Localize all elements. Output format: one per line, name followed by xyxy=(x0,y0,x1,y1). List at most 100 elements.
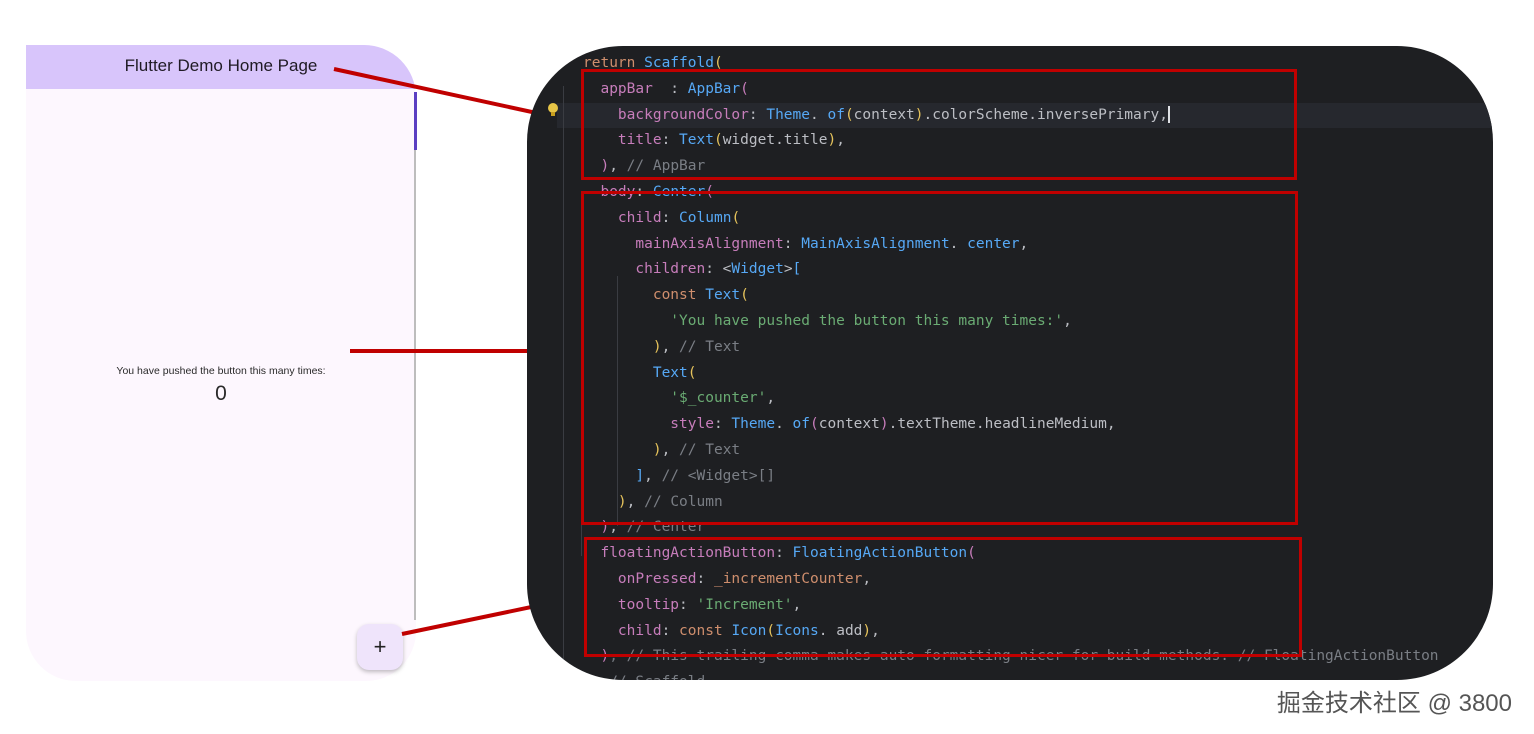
app-bar: Flutter Demo Home Page xyxy=(26,45,416,89)
code-line[interactable]: child: const Icon(Icons. add), xyxy=(583,619,880,643)
code-line[interactable]: onPressed: _incrementCounter, xyxy=(583,567,871,591)
code-token: ( xyxy=(967,545,976,562)
code-line[interactable]: 'You have pushed the button this many ti… xyxy=(583,309,1072,333)
code-line[interactable]: Text( xyxy=(583,361,697,385)
code-token: // Column xyxy=(644,493,723,510)
code-token: of xyxy=(792,416,811,433)
add-icon: + xyxy=(373,634,387,659)
code-line[interactable]: child: Column( xyxy=(583,206,740,230)
counter-value: 0 xyxy=(215,382,227,405)
code-line[interactable]: ), // AppBar xyxy=(583,154,705,178)
code-line[interactable]: ), // Text xyxy=(583,438,740,462)
code-token: , xyxy=(626,493,645,510)
code-line[interactable]: style: Theme. of(context).textTheme.head… xyxy=(583,412,1116,436)
phone-edge-divider xyxy=(414,150,416,620)
code-line[interactable]: ), // Scaffold xyxy=(583,670,705,680)
code-token: // Text xyxy=(679,442,741,458)
code-token: Theme xyxy=(766,106,810,123)
fab-highlight-box xyxy=(584,537,1302,657)
code-token: , xyxy=(871,622,880,639)
code-token: ) xyxy=(827,132,837,149)
code-token: AppBar xyxy=(687,80,741,97)
code-line[interactable]: title: Text(widget.title), xyxy=(583,128,845,152)
code-token: // Text xyxy=(679,338,741,355)
code-line[interactable]: ), // Column xyxy=(583,490,723,514)
code-lines[interactable]: return Scaffold( appBar : AppBar( backgr… xyxy=(527,46,1493,680)
lightbulb-icon[interactable] xyxy=(548,103,558,116)
code-token: backgroundColor xyxy=(583,106,749,123)
code-token: Text xyxy=(583,364,688,381)
code-editor[interactable]: return Scaffold( appBar : AppBar( backgr… xyxy=(527,46,1493,680)
code-token: : xyxy=(679,596,697,613)
phone-preview: Flutter Demo Home Page xyxy=(26,45,416,681)
code-token: Icon xyxy=(731,622,767,639)
code-token: ( xyxy=(766,622,776,639)
code-token: Text xyxy=(705,287,741,304)
code-token: appBar xyxy=(583,80,653,97)
code-token: : xyxy=(661,209,680,226)
code-token: , xyxy=(661,442,680,458)
code-line[interactable]: children: <Widget>[ xyxy=(583,257,801,281)
code-token: . xyxy=(775,416,793,433)
code-token: ( xyxy=(687,364,697,381)
code-token: children xyxy=(583,261,706,278)
code-line[interactable]: floatingActionButton: FloatingActionButt… xyxy=(583,541,976,565)
code-token: .textTheme.headlineMedium, xyxy=(888,416,1116,433)
text-caret xyxy=(1167,106,1170,124)
code-token: , xyxy=(1019,235,1029,252)
code-token: widget.title xyxy=(722,132,828,149)
code-token: of xyxy=(827,106,845,123)
code-token: FloatingActionButton xyxy=(792,545,968,562)
code-token: ) xyxy=(583,338,662,355)
code-token: , xyxy=(1063,313,1072,329)
code-token: // <Widget>[] xyxy=(661,467,776,484)
code-token: , xyxy=(592,674,609,680)
code-token: . xyxy=(949,235,968,252)
code-token: > xyxy=(783,261,793,278)
code-token: : < xyxy=(705,261,732,278)
code-token: Text xyxy=(679,132,714,149)
code-token: return xyxy=(583,55,645,71)
code-line[interactable]: return Scaffold( xyxy=(583,51,723,75)
code-token: Icons xyxy=(775,622,819,639)
code-token: child xyxy=(583,209,662,226)
appbar-highlight-box xyxy=(581,69,1297,180)
code-token: ) xyxy=(583,158,610,175)
code-token: ( xyxy=(844,106,854,123)
code-token: , xyxy=(661,338,680,355)
code-token: // AppBar xyxy=(626,158,706,175)
code-token: ) xyxy=(583,442,662,458)
code-token: ( xyxy=(810,416,819,433)
code-token: context xyxy=(818,416,880,433)
code-token: ) xyxy=(879,416,889,433)
code-token: , xyxy=(766,390,776,407)
code-token: ( xyxy=(740,287,749,304)
code-token: style xyxy=(583,416,714,433)
code-token: , xyxy=(609,158,627,175)
code-token: Column xyxy=(679,209,732,226)
code-line[interactable]: backgroundColor: Theme. of(context).colo… xyxy=(583,103,1170,127)
code-line[interactable]: ), // Text xyxy=(583,335,740,359)
code-token: // Scaffold xyxy=(609,674,705,680)
code-token: : xyxy=(652,80,688,97)
code-token: floatingActionButton xyxy=(583,545,776,562)
code-token: ( xyxy=(740,80,749,97)
code-line[interactable]: const Text( xyxy=(583,283,749,307)
code-line[interactable]: appBar : AppBar( xyxy=(583,77,749,101)
app-bar-title: Flutter Demo Home Page xyxy=(124,56,318,75)
code-line[interactable]: '$_counter', xyxy=(583,386,775,410)
code-token: center xyxy=(967,235,1020,252)
code-line[interactable]: ], // <Widget>[] xyxy=(583,464,775,488)
code-token: mainAxisAlignment xyxy=(583,235,784,252)
code-token: . xyxy=(810,106,828,123)
code-token: '$_counter' xyxy=(583,390,767,407)
code-token: : xyxy=(775,545,793,562)
code-line[interactable]: mainAxisAlignment: MainAxisAlignment. ce… xyxy=(583,232,1028,256)
code-token: const xyxy=(679,622,732,639)
code-line[interactable]: tooltip: 'Increment', xyxy=(583,593,801,617)
code-token: : xyxy=(696,571,714,587)
code-token: : xyxy=(783,235,802,252)
floating-action-button[interactable]: + xyxy=(357,624,403,670)
code-token: title xyxy=(583,132,662,149)
scrollbar[interactable] xyxy=(414,92,417,150)
